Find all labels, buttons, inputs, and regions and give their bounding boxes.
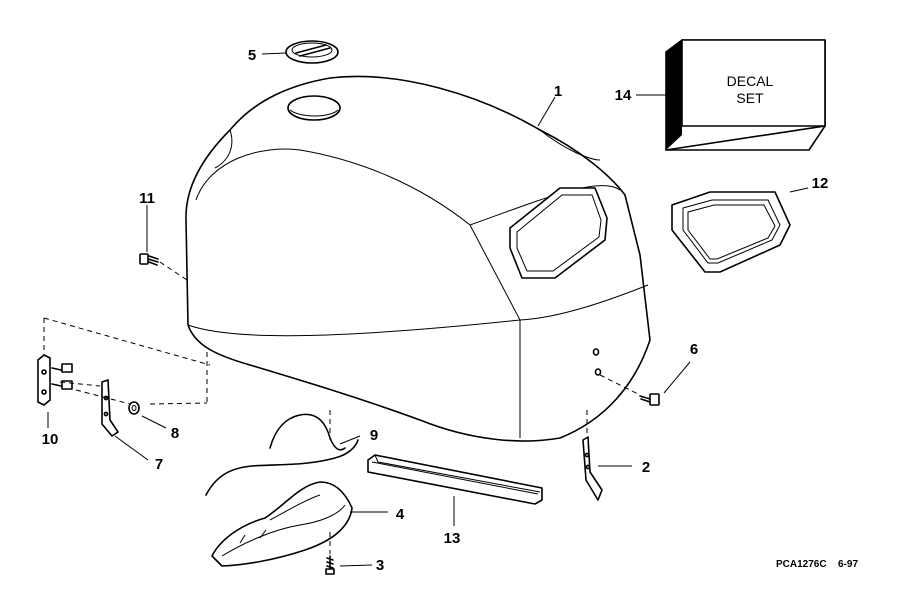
nut-part-8: [128, 401, 140, 415]
label-part-14: 14: [615, 87, 632, 104]
label-part-1: 1: [554, 83, 562, 100]
grille-frame-part: [671, 191, 791, 273]
label-part-3: 3: [376, 557, 384, 574]
leader-dashes-left: [43, 317, 211, 405]
label-part-6: 6: [690, 341, 698, 358]
hinge-bracket-part: [37, 354, 73, 406]
label-part-11: 11: [139, 190, 155, 207]
label-part-8: 8: [171, 425, 179, 442]
link-arm-part: [101, 379, 119, 437]
part-labels: 5 1 14 12 11 6 10 8 7 9 2 4 13 3: [42, 47, 829, 574]
seal-wire-part: [205, 410, 359, 496]
label-part-9: 9: [370, 427, 378, 444]
figure-reference: PCA1276C 6-97: [776, 559, 858, 570]
label-part-7: 7: [155, 456, 163, 473]
figure-date: 6-97: [838, 559, 858, 570]
lower-pan-part: [211, 481, 353, 567]
screw-part-6: [599, 374, 660, 406]
label-part-12: 12: [812, 175, 829, 192]
rear-bracket-part: [582, 410, 603, 501]
screw-part-11: [139, 253, 191, 283]
label-part-5: 5: [248, 47, 256, 64]
decal-set-box: DECAL SET: [665, 39, 826, 151]
screw-part-3: [325, 532, 335, 575]
filler-cap-part: [285, 40, 339, 64]
label-part-2: 2: [642, 459, 650, 476]
leader-lines: [47, 52, 809, 567]
label-part-4: 4: [396, 506, 405, 523]
decal-set-text-line2: SET: [736, 90, 764, 106]
figure-code: PCA1276C: [776, 559, 827, 570]
label-part-10: 10: [42, 431, 59, 448]
engine-cover-part: [185, 75, 651, 442]
seal-strip-part: [367, 454, 543, 505]
decal-set-text-line1: DECAL: [727, 73, 774, 89]
label-part-13: 13: [444, 530, 461, 547]
